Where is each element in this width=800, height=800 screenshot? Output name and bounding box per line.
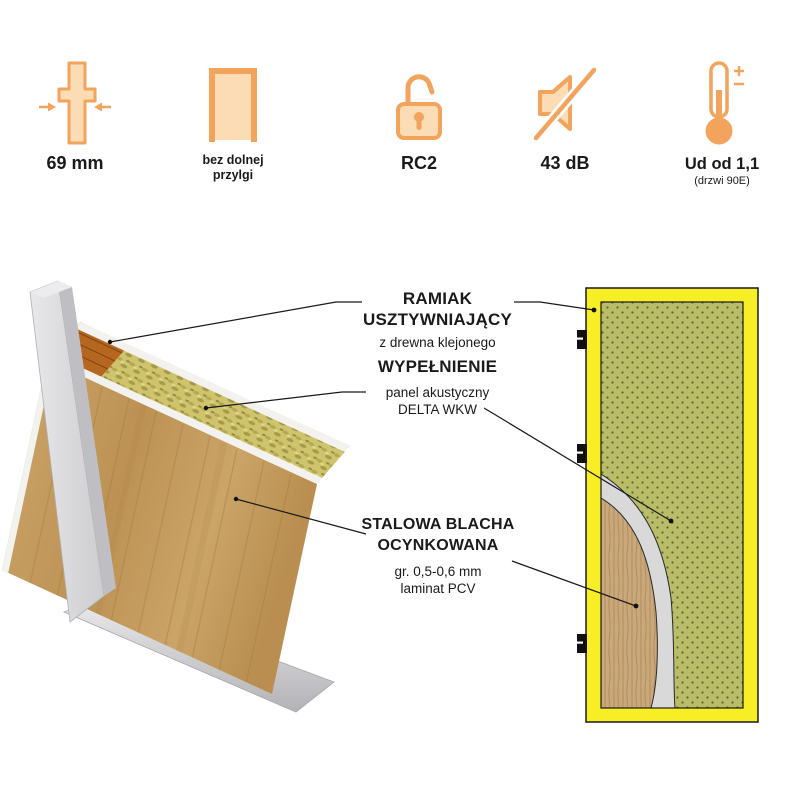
connector-ramiak-right (514, 301, 595, 311)
feature-label-thickness: 69 mm (46, 153, 104, 173)
feature-label-rebate: bez dolnej przylgi (202, 153, 264, 182)
feature-acoustics: 43 dB (518, 58, 612, 174)
feature-no-bottom-rebate: bez dolnej przylgi (187, 58, 279, 183)
connector-lines (109, 301, 672, 607)
schematic-inner-border (600, 301, 744, 709)
frame-post-side (58, 281, 116, 596)
feature-security-class: RC2 (374, 58, 464, 174)
schematic-steel-sheet (601, 473, 676, 708)
annotation-stalowa-line1: gr. 0,5-0,6 mm (394, 564, 482, 579)
connector-stalowa-left (235, 498, 367, 535)
door-3d-render (2, 280, 350, 713)
feature-label-thermal: Ud od 1,1 (684, 155, 760, 173)
annotation-stalowa: STALOWA BLACHA OCYNKOWANA gr. 0,5-0,6 mm… (352, 514, 524, 597)
annotation-ramiak: RAMIAK USZTYWNIAJĄCY z drewna klejonego (355, 288, 520, 351)
feature-label-rc2: RC2 (400, 153, 437, 173)
padlock-open-icon (387, 58, 451, 148)
feature-label-acoustics: 43 dB (540, 153, 590, 173)
speaker-muted-icon (530, 58, 600, 148)
steel-sheet-front-edge (47, 354, 322, 484)
steel-sheet-back-edge (75, 322, 350, 452)
annotation-wypelnienie-line1: panel akustyczny (385, 385, 490, 400)
no-bottom-rebate-icon (203, 58, 263, 148)
connector-wypelnienie-left (205, 391, 366, 409)
annotation-ramiak-subtitle: z drewna klejonego (379, 335, 496, 350)
connector-delta-right (483, 407, 672, 522)
annotation-wypelnienie: WYPEŁNIENIE panel akustyczny DELTA WKW (355, 356, 520, 418)
hinges (577, 330, 587, 653)
feature-thermal: Ud od 1,1 (drzwi 90E) (676, 58, 768, 187)
connector-ramiak-left (109, 301, 362, 343)
connector-laminat-right (511, 560, 637, 607)
annotation-stalowa-title: STALOWA BLACHA OCYNKOWANA (361, 516, 515, 554)
thermometer-icon (696, 58, 748, 150)
frame-post-top (30, 281, 72, 298)
feature-sublabel-thermal: (drzwi 90E) (694, 175, 750, 187)
door-thickness-icon (35, 58, 115, 148)
mineral-wool-core (101, 345, 350, 478)
annotation-wypelnienie-title: WYPEŁNIENIE (377, 357, 498, 376)
annotation-wypelnienie-line2: DELTA WKW (397, 402, 477, 417)
annotation-ramiak-title: RAMIAK USZTYWNIAJĄCY (363, 289, 512, 329)
door-schematic (577, 287, 759, 723)
connector-dots (107, 307, 674, 609)
leaf-left-steel-edge (2, 360, 53, 574)
feature-door-thickness: 69 mm (28, 58, 122, 174)
annotation-stalowa-line2: laminat PCV (400, 581, 476, 596)
